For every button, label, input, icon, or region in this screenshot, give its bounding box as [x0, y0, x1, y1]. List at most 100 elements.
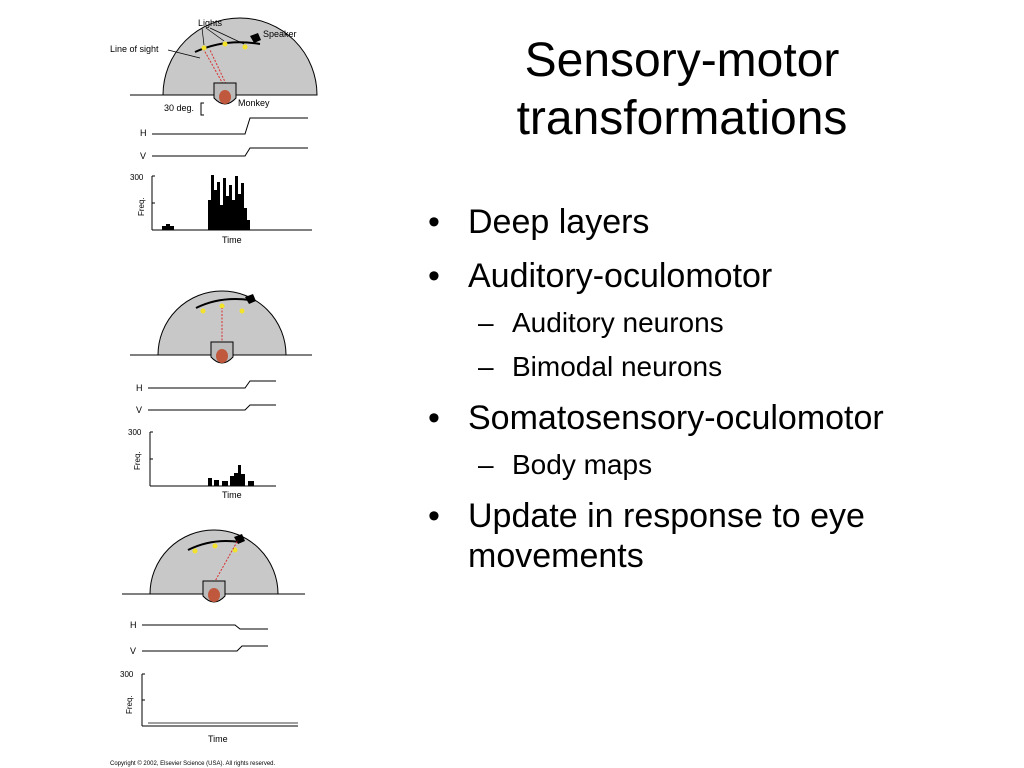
rect: [235, 176, 238, 230]
figure-copyright: Copyright © 2002, Elsevier Science (USA)…: [110, 760, 275, 767]
panel-a-monkey-label: Monkey: [238, 98, 270, 108]
panel-b-x-label: Time: [222, 490, 242, 500]
panel-b: B H V 300 Freq.: [128, 290, 312, 500]
panel-c-x-label: Time: [208, 734, 228, 744]
bullet-text: Somatosensory-oculomotor: [468, 399, 884, 437]
leader-line: [201, 27, 205, 46]
panel-a-speaker-icon: [250, 33, 261, 43]
bullet-text: Update in response to eye movements: [468, 497, 865, 575]
rect: [232, 200, 235, 230]
panel-a-light-icon: [242, 44, 248, 50]
panel-b-y-tick: 300: [128, 428, 142, 437]
leader-line: [167, 49, 201, 59]
panel-b-v-label: V: [136, 405, 142, 415]
rect: [247, 220, 250, 230]
rect: [208, 478, 212, 486]
panel-c-h-label: H: [130, 620, 137, 630]
rect: [166, 224, 170, 230]
panel-a-speaker-label: Speaker: [263, 29, 297, 39]
sub-bullet-item: – Auditory neurons: [428, 306, 988, 340]
panel-a-line-of-sight-label: Line of sight: [110, 44, 159, 54]
panel-a-x-label: Time: [222, 235, 242, 245]
panel-b-h-trace: [148, 380, 276, 389]
rect: [211, 175, 214, 230]
panel-c-dome: [149, 529, 279, 595]
bullet-item: • Deep layers: [428, 202, 988, 242]
panel-b-light-icon: [239, 308, 245, 314]
panel-a-histogram: [162, 175, 250, 230]
panel-a-dome: [162, 17, 318, 96]
rect: [248, 481, 254, 486]
rect: [214, 190, 217, 230]
sub-bullet-text: Bimodal neurons: [512, 351, 723, 382]
rect: [220, 205, 223, 230]
panel-a-light-icon: [201, 45, 207, 51]
panel-b-light-arc: [195, 298, 251, 309]
dash-mark: –: [478, 307, 494, 338]
dash-mark: –: [478, 449, 494, 480]
panel-a-scale-bar: [200, 102, 204, 116]
panel-c: C H V 300 Freq.: [120, 529, 305, 744]
rect: [230, 476, 234, 486]
panel-c-light-icon: [212, 543, 218, 549]
panel-c-light-arc: [187, 540, 241, 551]
rect: [223, 178, 226, 230]
leader-line: [205, 27, 225, 42]
panel-b-histogram: [208, 465, 254, 486]
sub-bullet-text: Body maps: [512, 449, 653, 480]
panel-b-monkey-icon: [216, 349, 228, 363]
rect: [241, 474, 245, 486]
rect: [208, 200, 211, 230]
rect: [226, 196, 229, 230]
panel-c-y-label: Freq.: [125, 695, 134, 714]
bullet-text: Auditory-oculomotor: [468, 257, 773, 295]
rect: [238, 194, 241, 230]
panel-a-v-trace: [152, 147, 308, 157]
panel-b-v-trace: [148, 404, 276, 411]
panel-b-speaker-icon: [245, 294, 256, 304]
slide-title-line-1: Sensory-motor: [524, 34, 840, 87]
panel-c-light-icon: [192, 548, 198, 554]
panel-a-light-icon: [222, 41, 228, 47]
panel-c-v-trace: [142, 645, 268, 652]
panel-c-monkey-icon: [208, 588, 220, 602]
bullet-mark: •: [428, 399, 440, 437]
panel-a-y-tick: 300: [130, 173, 144, 182]
rect: [217, 182, 220, 230]
slide-title: Sensory-motor transformations: [440, 32, 924, 148]
panel-b-h-label: H: [136, 383, 143, 393]
bullet-mark: •: [428, 497, 440, 535]
bullet-mark: •: [428, 257, 440, 295]
panel-a: A Lights Speaker Line of sight: [110, 17, 318, 245]
panel-a-scale-label: 30 deg.: [164, 103, 194, 113]
panel-a-line-of-sight: [203, 49, 224, 85]
panel-b-dome: [157, 290, 287, 356]
panel-a-v-label: V: [140, 151, 146, 161]
panel-b-light-icon: [200, 308, 206, 314]
sub-bullet-item: – Body maps: [428, 448, 988, 482]
rect: [244, 208, 247, 230]
panel-b-light-icon: [219, 303, 225, 309]
bullet-item: • Somatosensory-oculomotor: [428, 398, 988, 438]
panel-a-h-trace: [152, 117, 308, 135]
leader-line: [209, 27, 245, 45]
panel-a-h-label: H: [140, 128, 147, 138]
bullet-mark: •: [428, 203, 440, 241]
rect: [214, 480, 219, 486]
figure-svg: A Lights Speaker Line of sight: [110, 17, 318, 767]
panel-c-line-of-sight: [213, 539, 239, 584]
panel-c-light-icon: [232, 547, 238, 553]
panel-b-y-label: Freq.: [133, 451, 142, 470]
panel-c-v-label: V: [130, 646, 136, 656]
panel-c-y-tick: 300: [120, 670, 134, 679]
sub-bullet-item: – Bimodal neurons: [428, 350, 988, 384]
panel-c-h-trace: [142, 624, 268, 630]
rect: [229, 185, 232, 230]
panel-a-lights-label: Lights: [198, 18, 223, 28]
panel-a-monkey-icon: [219, 90, 231, 104]
slide-title-line-2: transformations: [516, 92, 848, 145]
leader-line: [209, 49, 227, 85]
dash-mark: –: [478, 351, 494, 382]
bullet-item: • Update in response to eye movements: [428, 496, 988, 576]
